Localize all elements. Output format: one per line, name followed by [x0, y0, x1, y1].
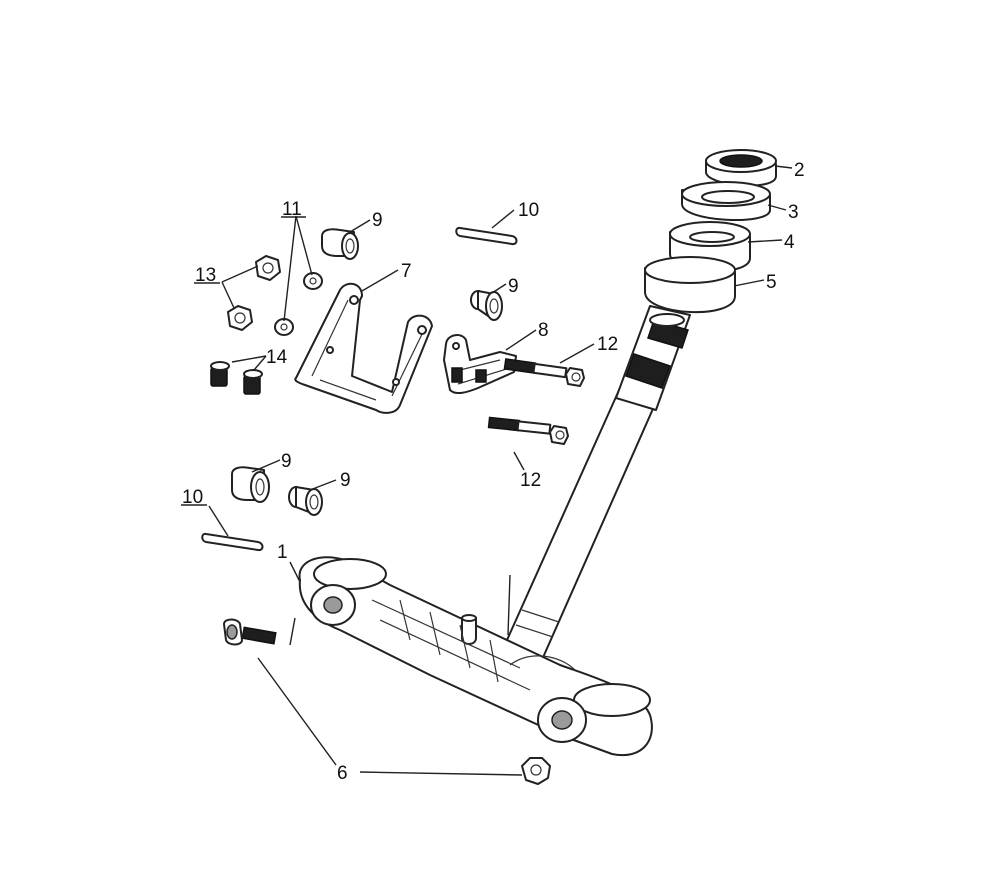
- callout-9c: 9: [281, 451, 292, 472]
- dust-seal-ring: [681, 181, 771, 222]
- bushing-left: [231, 466, 270, 503]
- pin-left: [201, 532, 264, 552]
- bushing-mid: [470, 290, 503, 321]
- screw-left: [210, 361, 230, 387]
- steering-stem: [506, 305, 691, 663]
- callout-9a: 9: [372, 210, 383, 231]
- bushing-top: [321, 228, 359, 260]
- callout-5: 5: [766, 272, 777, 293]
- clamp-bolt: [223, 618, 277, 646]
- callout-10b: 10: [182, 487, 203, 508]
- clamp-nut: [521, 757, 551, 785]
- nut-lower: [227, 305, 253, 331]
- bushing-right: [288, 486, 323, 516]
- steering-nut: [705, 149, 777, 187]
- callout-2: 2: [794, 160, 805, 181]
- callout-11: 11: [282, 199, 302, 220]
- callout-7: 7: [401, 261, 412, 282]
- callout-13: 13: [195, 265, 216, 286]
- small-bracket: [443, 334, 517, 395]
- callout-6: 6: [337, 763, 348, 784]
- callout-14: 14: [266, 347, 288, 368]
- callout-8: 8: [538, 320, 549, 341]
- washer-lower: [274, 318, 294, 336]
- bottom-yoke: [298, 556, 653, 757]
- pin-top: [455, 226, 518, 246]
- callout-3: 3: [788, 202, 799, 223]
- callout-12b: 12: [520, 470, 541, 491]
- bolt-lower: [487, 416, 569, 445]
- callout-labels: 2 3 4 5 10 9 7 9 8 12 12 9 9 10 1 11 13 …: [182, 160, 805, 784]
- callout-9d: 9: [340, 470, 351, 491]
- leader-lines: [208, 165, 793, 776]
- lower-bearing: [644, 256, 736, 313]
- callout-12a: 12: [597, 334, 618, 355]
- callout-4: 4: [784, 232, 795, 253]
- mounting-bracket: [294, 282, 433, 414]
- callout-10a: 10: [518, 200, 539, 221]
- callout-1: 1: [277, 542, 288, 563]
- screw-right: [243, 369, 263, 395]
- callout-9b: 9: [508, 276, 519, 297]
- washer-upper: [303, 272, 323, 290]
- bolt-upper: [503, 358, 585, 387]
- nut-upper: [255, 255, 281, 281]
